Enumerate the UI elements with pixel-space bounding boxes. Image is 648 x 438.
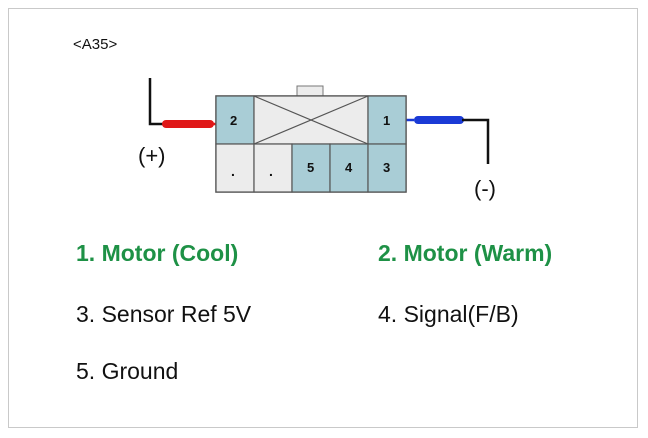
pin-number: 4 <box>345 160 353 175</box>
legend-item-4: 4. Signal(F/B) <box>378 301 519 327</box>
empty-pin-mark: . <box>269 163 273 179</box>
pin-number: 3 <box>383 160 390 175</box>
connector-latch <box>296 85 324 97</box>
connector-id: <A35> <box>73 36 118 53</box>
pin-cell-5 <box>291 143 331 193</box>
negative-wire <box>399 116 490 164</box>
diagram-frame <box>8 8 638 428</box>
pin-number: 1 <box>383 113 390 128</box>
empty-cell <box>215 143 255 193</box>
empty-cell <box>253 143 293 193</box>
pin-number: 5 <box>307 160 314 175</box>
legend-item-2: 2. Motor (Warm) <box>378 240 553 266</box>
empty-pin-mark: . <box>231 163 235 179</box>
legend-item-1: 1. Motor (Cool) <box>76 240 239 266</box>
legend-item-5: 5. Ground <box>76 358 179 384</box>
negative-label: (-) <box>474 176 496 201</box>
pin-cell-4 <box>329 143 369 193</box>
pin-number: 2 <box>230 113 237 128</box>
positive-label: (+) <box>138 143 166 168</box>
pin-cell-3 <box>367 143 407 193</box>
legend-item-3: 3. Sensor Ref 5V <box>76 301 252 327</box>
pin-cell-1 <box>367 95 407 145</box>
positive-wire <box>148 78 221 128</box>
